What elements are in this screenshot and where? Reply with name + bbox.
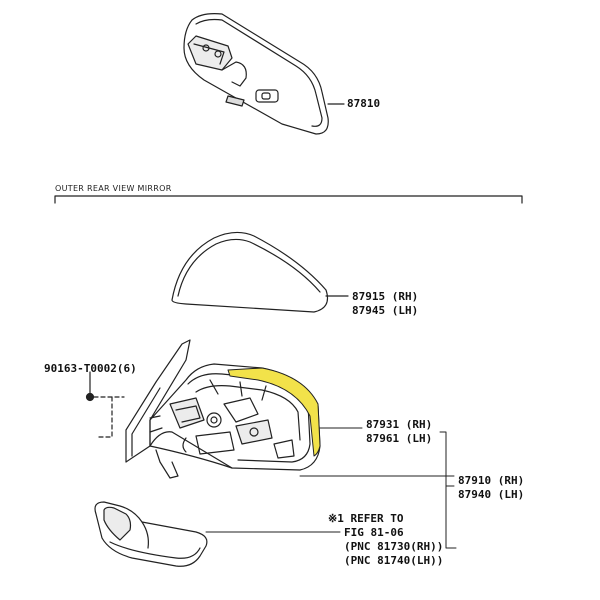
part-label-87931[interactable]: 87931 (RH) [366, 418, 433, 431]
screw [85, 371, 125, 438]
part-label-87915[interactable]: 87915 (RH) [352, 290, 419, 303]
part-label-screw[interactable]: 90163-T0002(6) [44, 362, 137, 375]
section-bracket [54, 195, 523, 204]
outer-mirror-assembly [125, 339, 321, 479]
part-label-87810[interactable]: 87810 [347, 97, 381, 110]
section-title: OUTER REAR VIEW MIRROR [55, 184, 172, 193]
turn-signal-lamp [94, 501, 208, 567]
inner-rear-view-mirror [183, 13, 345, 135]
note-line-2: FIG 81-06 [344, 526, 404, 539]
note-line-3: (PNC 81730(RH)) [344, 540, 444, 553]
part-label-87940[interactable]: 87940 (LH) [458, 488, 525, 501]
mirror-cover [171, 231, 349, 313]
note-line-4: (PNC 81740(LH)) [344, 554, 444, 567]
note-line-1: ※1 REFER TO [328, 512, 404, 525]
part-label-87945[interactable]: 87945 (LH) [352, 304, 419, 317]
part-label-87910[interactable]: 87910 (RH) [458, 474, 525, 487]
mirror-glass-highlight [227, 367, 321, 457]
part-label-87961[interactable]: 87961 (LH) [366, 432, 433, 445]
leader-lines [205, 427, 457, 549]
